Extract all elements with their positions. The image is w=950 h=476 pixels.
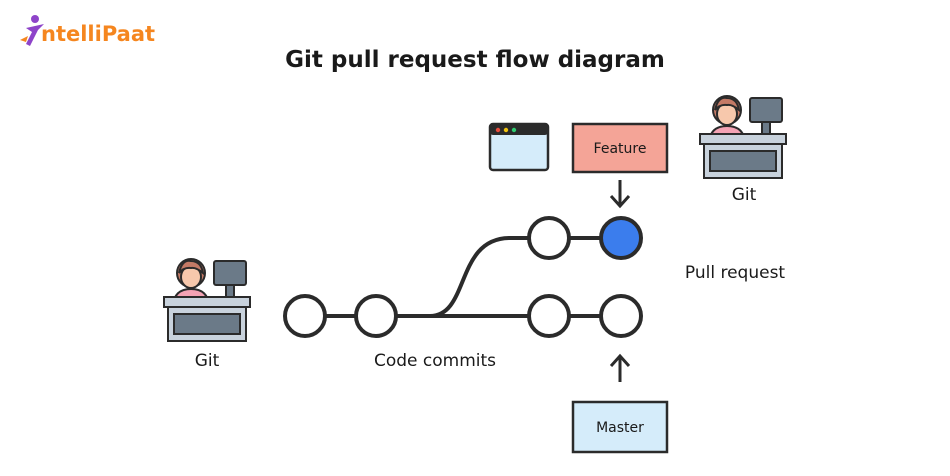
arrow-down-icon bbox=[609, 180, 631, 209]
arrow-up-icon bbox=[609, 353, 631, 382]
logo-text: ntelliPaat bbox=[41, 22, 155, 46]
git-label-right: Git bbox=[732, 185, 757, 205]
feature-commit-node bbox=[527, 216, 571, 260]
commit-node bbox=[527, 294, 571, 338]
browser-window-icon bbox=[488, 122, 550, 172]
master-label: Master bbox=[596, 420, 644, 436]
feature-branch-box: Feature bbox=[571, 122, 669, 174]
code-commits-label: Code commits bbox=[374, 351, 496, 371]
feature-label: Feature bbox=[594, 141, 647, 157]
git-label-left: Git bbox=[195, 351, 220, 371]
pull-request-label: Pull request bbox=[685, 263, 786, 283]
feature-head-commit-node bbox=[599, 216, 643, 260]
master-branch-box: Master bbox=[571, 400, 669, 454]
git-user-left-icon bbox=[163, 258, 251, 342]
logo-figure-icon bbox=[20, 15, 44, 46]
intellipaat-logo: ntelliPaat bbox=[20, 15, 155, 46]
commit-node bbox=[283, 294, 327, 338]
commit-node bbox=[354, 294, 398, 338]
branch-lines bbox=[305, 236, 620, 318]
diagram-title: Git pull request flow diagram bbox=[285, 47, 665, 73]
commit-node bbox=[599, 294, 643, 338]
git-user-right-icon bbox=[699, 95, 787, 179]
